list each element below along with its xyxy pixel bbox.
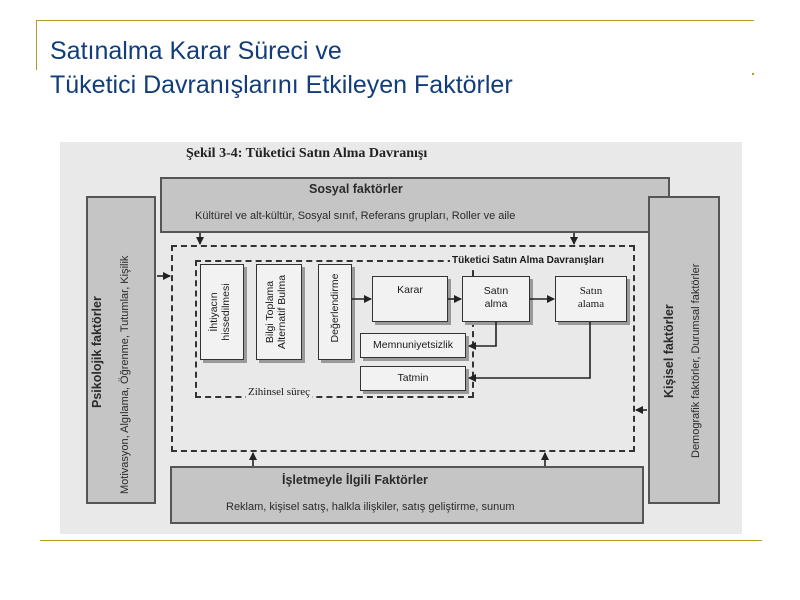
need-recognition-line-1: İhtiyacın — [208, 292, 220, 332]
evaluation-box — [318, 264, 352, 360]
information-search-box — [256, 264, 302, 360]
social-factors-title: Sosyal faktörler — [309, 182, 403, 196]
slide-corner-dot — [752, 73, 754, 75]
satisfaction-box — [360, 366, 466, 391]
information-search-line-1: Bilgi Toplama — [264, 280, 276, 344]
personal-factors-subtitle: Demografik faktörler, Durumsal faktörler — [690, 263, 702, 458]
personal-factors-box — [648, 196, 720, 504]
need-recognition-box — [200, 264, 244, 360]
slide-left-rule — [36, 20, 37, 70]
purchase-behavior-label: Tüketici Satın Alma Davranışları — [450, 254, 606, 267]
business-factors-title: İşletmeyle İlgili Faktörler — [282, 473, 428, 487]
dissatisfaction-label: Memnuniyetsizlik — [373, 339, 453, 351]
satisfaction-label: Tatmin — [397, 372, 429, 384]
post-purchase-line-1: Satın — [579, 285, 603, 297]
personal-factors-title: Kişisel faktörler — [662, 304, 676, 398]
slide-title-line-1: Satınalma Karar Süreci ve — [50, 37, 342, 65]
psychological-factors-subtitle: Motivasyon, Algılama, Öğrenme, Tutumlar,… — [119, 255, 131, 494]
social-factors-subtitle: Kültürel ve alt-kültür, Sosyal sınıf, Re… — [195, 210, 516, 222]
psychological-factors-title: Psikolojik faktörler — [90, 296, 104, 408]
business-factors-subtitle: Reklam, kişisel satış, halkla ilişkiler,… — [226, 501, 515, 513]
evaluation-label: Değerlendirme — [329, 273, 341, 343]
post-purchase-box — [555, 276, 627, 322]
purchase-behavior-dashed-frame — [171, 245, 635, 452]
decision-label: Karar — [397, 284, 423, 296]
purchase-line-1: Satın — [483, 285, 509, 297]
dissatisfaction-box — [360, 333, 466, 358]
slide-top-rule — [36, 20, 754, 21]
decision-box — [372, 276, 448, 322]
mental-process-label: Zihinsel süreç — [246, 386, 313, 399]
social-factors-box — [160, 177, 670, 233]
figure-title: Şekil 3-4: Tüketici Satın Alma Davranışı — [186, 146, 428, 161]
slide-title-line-2: Tüketici Davranışlarını Etkileyen Faktör… — [50, 71, 513, 99]
need-recognition-line-2: hissedilmesi — [220, 283, 232, 341]
purchase-box — [462, 276, 530, 322]
purchase-line-2: alma — [484, 298, 508, 310]
psychological-factors-box — [86, 196, 156, 504]
business-factors-box — [170, 466, 644, 524]
information-search-line-2: Alternatif Bulma — [276, 274, 288, 350]
post-purchase-line-2: alama — [577, 298, 605, 310]
slide-bottom-rule — [40, 540, 762, 541]
